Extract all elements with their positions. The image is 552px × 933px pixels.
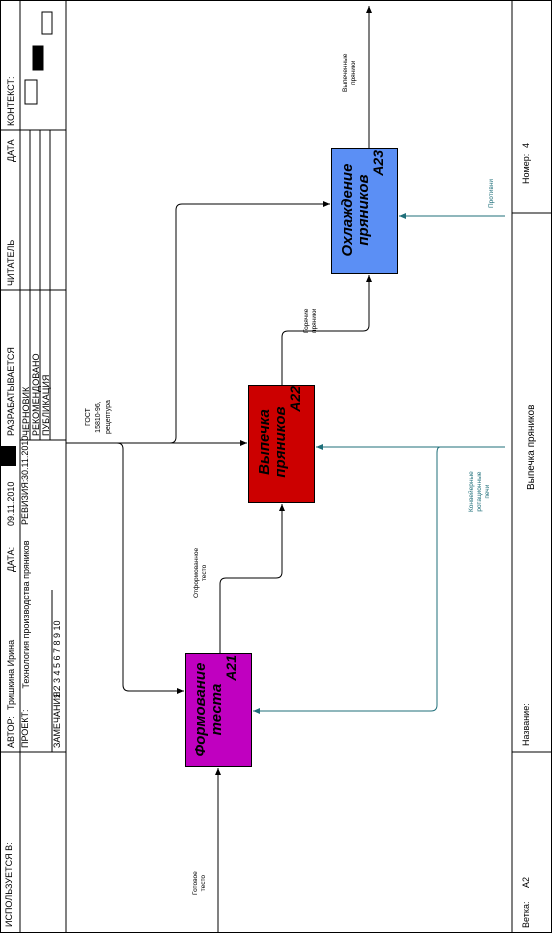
arrow-control-a23 xyxy=(169,201,330,444)
label-control-3: рецептура xyxy=(105,400,112,434)
status-marker xyxy=(1,446,16,466)
project-value: Технология производства пряников xyxy=(20,502,33,702)
label-conveyor-ovens-3: печи xyxy=(484,484,491,499)
label-ready-dough: Готовое тесто xyxy=(192,871,208,895)
label-control-2: 15810-96, xyxy=(95,401,102,433)
branch-value: А2 xyxy=(521,876,531,888)
box-a22-label[interactable]: Выпечка пряников А22 xyxy=(256,386,309,498)
arrow-ovens-a21 xyxy=(253,446,441,714)
label-formed-dough: Отформованное тесто xyxy=(193,548,209,598)
date-col-label: ДАТА xyxy=(6,139,16,162)
label-ready-dough-1: Готовое xyxy=(192,871,199,895)
box-a23-label[interactable]: Охлаждение пряников А23 xyxy=(339,150,395,270)
label-hot-gingerbread: Горячие пряники xyxy=(303,309,319,333)
label-trays: Противни xyxy=(488,178,495,208)
box-a22 xyxy=(248,385,315,503)
status-publication: ПУБЛИКАЦИЯ xyxy=(41,374,51,436)
arrow-formed-dough xyxy=(219,504,285,653)
branch-label: Ветка: xyxy=(521,901,531,928)
name-label: Название: xyxy=(521,703,531,746)
number-value: 4 xyxy=(521,142,531,148)
reader-label: ЧИТАТЕЛЬ xyxy=(6,239,16,286)
context-box xyxy=(24,79,38,105)
label-control: ГОСТ 15810-96, рецептура xyxy=(84,400,114,434)
label-hot-gingerbread-2: пряники xyxy=(311,308,318,333)
label-formed-dough-2: тесто xyxy=(201,564,208,582)
number-label: Номер: xyxy=(521,153,531,184)
box-a21-title-1: Формование xyxy=(192,662,209,757)
date-value: 09.11.2010 xyxy=(6,481,16,526)
box-a23-title-1: Охлаждение xyxy=(339,163,356,257)
label-baked-gingerbread: Выпеченные пряники xyxy=(342,54,358,92)
label-hot-gingerbread-1: Горячие xyxy=(303,308,310,333)
arrow-control-a21 xyxy=(116,442,184,694)
context-box xyxy=(41,11,53,35)
label-ready-dough-2: тесто xyxy=(200,875,207,892)
date-label: ДАТА: xyxy=(6,546,16,572)
revision-value: 30.11.2010 xyxy=(20,435,30,480)
box-a21-id: А21 xyxy=(223,655,239,681)
arrow-hot-gingerbread xyxy=(281,275,372,385)
box-a21 xyxy=(185,653,252,767)
status-recommended: РЕКОМЕНДОВАНО xyxy=(31,353,41,436)
box-a22-title-1: Выпечка xyxy=(256,409,273,475)
used-at-label: ИСПОЛЬЗУЕТСЯ В: xyxy=(4,842,14,927)
diagram-name: Выпечка пряников xyxy=(526,404,537,490)
label-conveyor-ovens-1: Конвейерные xyxy=(468,471,475,512)
author-value: Тришкина Ирина xyxy=(6,639,16,710)
box-a22-id: А22 xyxy=(287,386,303,412)
notes-numbers: 1 2 3 4 5 6 7 8 9 10 xyxy=(52,620,62,698)
box-a23-id: А23 xyxy=(370,150,386,176)
label-conveyor-ovens: Конвейерные ротационные печи xyxy=(468,471,492,512)
box-a21-label[interactable]: Формование теста А21 xyxy=(192,655,245,764)
status-draft: ЧЕРНОВИК xyxy=(21,386,31,436)
label-formed-dough-1: Отформованное xyxy=(193,547,200,598)
project-text: Технология производства пряников xyxy=(21,540,31,689)
label-control-1: ГОСТ xyxy=(85,408,92,427)
context-label: КОНТЕКСТ: xyxy=(6,76,16,126)
author-label: АВТОР: xyxy=(6,716,16,748)
label-baked-gingerbread-1: Выпеченные xyxy=(342,53,349,92)
label-conveyor-ovens-2: ротационные xyxy=(476,471,483,512)
box-a23 xyxy=(331,148,398,274)
project-label: ПРОЕКТ: xyxy=(20,709,30,748)
label-baked-gingerbread-2: пряники xyxy=(350,60,357,85)
status-developing: РАЗРАБАТЫВАЕТСЯ xyxy=(6,347,16,436)
context-box xyxy=(32,45,44,71)
revision-label: РЕВИЗИЯ: xyxy=(20,479,30,525)
